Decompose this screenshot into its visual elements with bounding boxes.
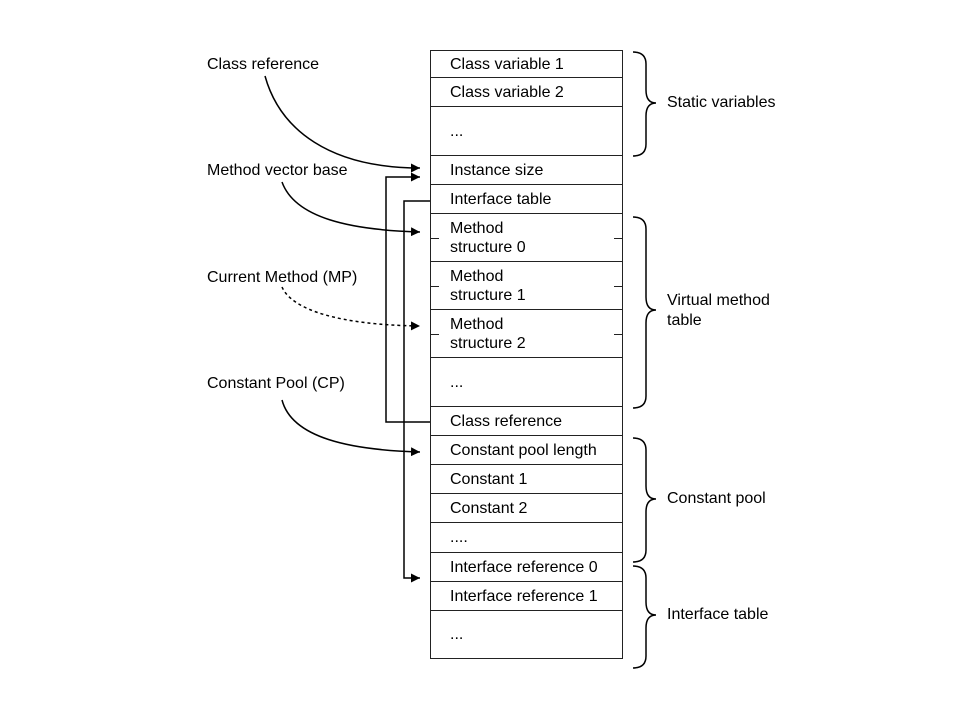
brace-static-variables — [632, 51, 657, 157]
label-class-reference: Class reference — [207, 56, 320, 73]
cell-text: ... — [450, 122, 464, 140]
cell-text: Instance size — [450, 161, 544, 179]
cell-text: Constant pool length — [450, 441, 597, 459]
arrow-constant-pool — [281, 399, 421, 457]
cell-text: ... — [450, 626, 464, 643]
cell-interface-reference-0: Interface reference 0 — [430, 553, 623, 582]
cell-text: Class reference — [450, 412, 563, 430]
arrow-current-method — [281, 286, 421, 331]
brace-interface-table — [632, 565, 657, 669]
cell-interface-reference-1: Interface reference 1 — [430, 582, 623, 611]
cell-constant-2: Constant 2 — [430, 494, 623, 523]
arrow-class-ref-to-instance-size — [385, 172, 430, 423]
cell-text: Class variable 2 — [450, 83, 564, 101]
cell-class-variable-1: Class variable 1 — [430, 50, 623, 78]
cell-constant-ellipsis: .... — [430, 523, 623, 553]
cell-method-ellipsis: ... — [430, 358, 623, 407]
group-label-static-variables: Static variables — [667, 94, 776, 111]
cell-text: .... — [450, 529, 468, 546]
label-constant-pool-pointer: Constant Pool (CP) — [207, 375, 345, 392]
group-label-interface-table: Interface table — [667, 606, 769, 623]
cell-text: Constant 2 — [450, 499, 528, 517]
brace-constant-pool — [632, 437, 657, 563]
cell-text: Class variable 1 — [450, 55, 564, 73]
brace-virtual-method-table — [632, 216, 657, 409]
cell-class-reference: Class reference — [430, 407, 623, 436]
label-method-vector-base: Method vector base — [207, 162, 348, 179]
cell-interface-table: Interface table — [430, 185, 623, 214]
label-current-method: Current Method (MP) — [207, 269, 358, 286]
cell-constant-pool-length: Constant pool length — [430, 436, 623, 465]
cell-method-structure-1: Method structure 1 — [430, 262, 623, 310]
memory-layout-stack: Class variable 1 Class variable 2 ... In… — [430, 50, 623, 659]
group-label-constant-pool: Constant pool — [667, 490, 766, 507]
cell-method-structure-2: Method structure 2 — [430, 310, 623, 358]
cell-instance-size: Instance size — [430, 156, 623, 185]
arrow-class-reference — [264, 75, 421, 173]
arrow-method-vector-base — [281, 181, 421, 237]
cell-class-variable-2: Class variable 2 — [430, 78, 623, 107]
cell-interface-ellipsis: ... — [430, 611, 623, 659]
cell-constant-1: Constant 1 — [430, 465, 623, 494]
cell-text: Interface table — [450, 190, 552, 208]
cell-text: Interface reference 1 — [450, 587, 598, 605]
cell-method-structure-0: Method structure 0 — [430, 214, 623, 262]
cell-text: Method structure 0 — [450, 219, 526, 256]
arrow-interface-table-to-ref0 — [403, 200, 430, 583]
cell-text: ... — [450, 373, 464, 391]
cell-text: Interface reference 0 — [450, 558, 598, 576]
cell-text: Constant 1 — [450, 470, 528, 488]
group-label-virtual-method-table: Virtual method table — [667, 292, 770, 329]
cell-text: Method structure 1 — [450, 267, 526, 304]
cell-text: Method structure 2 — [450, 315, 526, 352]
cell-static-ellipsis: ... — [430, 107, 623, 156]
